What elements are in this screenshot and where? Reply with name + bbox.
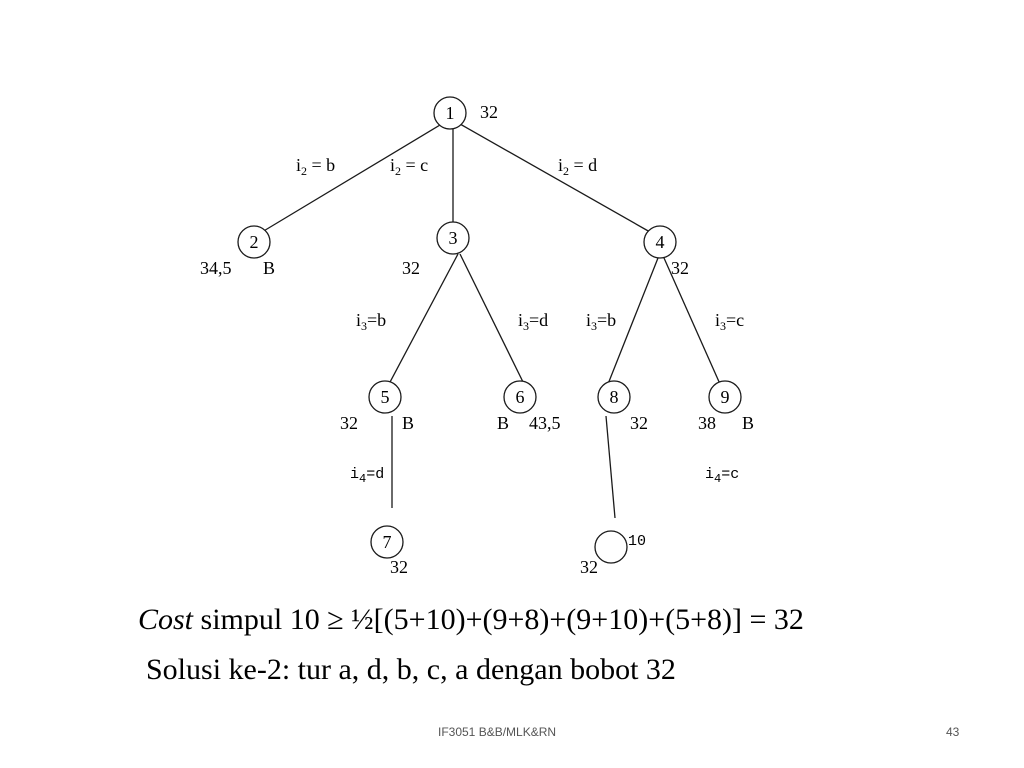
- node-4-cost: 32: [671, 258, 689, 278]
- node-1-cost: 32: [480, 102, 498, 122]
- node-8-cost: 32: [630, 413, 648, 433]
- edge-label-4-8: i3=b: [586, 310, 616, 333]
- node-2-cost: 34,5: [200, 258, 232, 278]
- node-8-number: 8: [610, 387, 619, 407]
- node-5-circle: [368, 380, 402, 414]
- node-1-number: 1: [446, 103, 455, 123]
- edge-label-3-6: i3=d: [518, 310, 548, 333]
- node-6-bound-mark: B: [497, 413, 509, 433]
- edge-label-1-2: i2 = b: [296, 155, 335, 178]
- page-number: 43: [946, 725, 960, 739]
- node-8-circle: [597, 380, 631, 414]
- node-3-circle: [436, 221, 470, 255]
- edge-4-8: [607, 257, 659, 385]
- edge-label-1-3: i2 = c: [390, 155, 428, 178]
- edge-label-5-7: i4=d: [350, 466, 384, 486]
- node-6-circle: [503, 380, 537, 414]
- node-2-number: 2: [250, 232, 259, 252]
- cost-formula: Cost simpul 10 ≥ ½[(5+10)+(9+8)+(9+10)+(…: [138, 603, 804, 637]
- edge-label-1-4: i2 = d: [558, 155, 597, 178]
- edge-4-9: [663, 257, 721, 385]
- node-3-cost: 32: [402, 258, 420, 278]
- node-5-number: 5: [381, 387, 390, 407]
- node-9-bound-mark: B: [742, 413, 754, 433]
- cost-expression: simpul 10 ≥ ½[(5+10)+(9+8)+(9+10)+(5+8)]…: [193, 603, 804, 636]
- edge-label-3-5: i3=b: [356, 310, 386, 333]
- cost-label: Cost: [138, 603, 194, 636]
- node-2-circle: [237, 225, 271, 259]
- edge-3-6: [459, 253, 525, 385]
- edge-1-2: [261, 124, 441, 233]
- node-4-number: 4: [656, 232, 665, 252]
- node-7-cost: 32: [390, 557, 408, 577]
- footer-course-label: IF3051 B&B/MLK&RN: [438, 725, 557, 739]
- edge-3-5: [388, 253, 459, 385]
- solution-text: Solusi ke-2: tur a, d, b, c, a dengan bo…: [146, 653, 676, 686]
- node-3-number: 3: [449, 228, 458, 248]
- edge-label-extra-1: i4=c: [705, 466, 739, 486]
- node-5-bound-mark: B: [402, 413, 414, 433]
- node-6-cost: 43,5: [529, 413, 561, 433]
- node-7-number: 7: [383, 532, 392, 552]
- node-6-number: 6: [516, 387, 525, 407]
- node-7-circle: [370, 525, 404, 559]
- edge-8-10: [605, 415, 616, 519]
- node-9-circle: [708, 380, 742, 414]
- node-5-cost: 32: [340, 413, 358, 433]
- edge-label-4-9: i3=c: [715, 310, 744, 333]
- node-1-circle: [433, 96, 467, 130]
- node-10-circle: [594, 530, 628, 564]
- node-10-number: 10: [628, 533, 646, 550]
- node-10-cost: 32: [580, 557, 598, 577]
- node-4-circle: [643, 225, 677, 259]
- edge-1-4: [459, 123, 651, 233]
- node-2-bound-mark: B: [263, 258, 275, 278]
- node-9-number: 9: [721, 387, 730, 407]
- node-9-cost: 38: [698, 413, 716, 433]
